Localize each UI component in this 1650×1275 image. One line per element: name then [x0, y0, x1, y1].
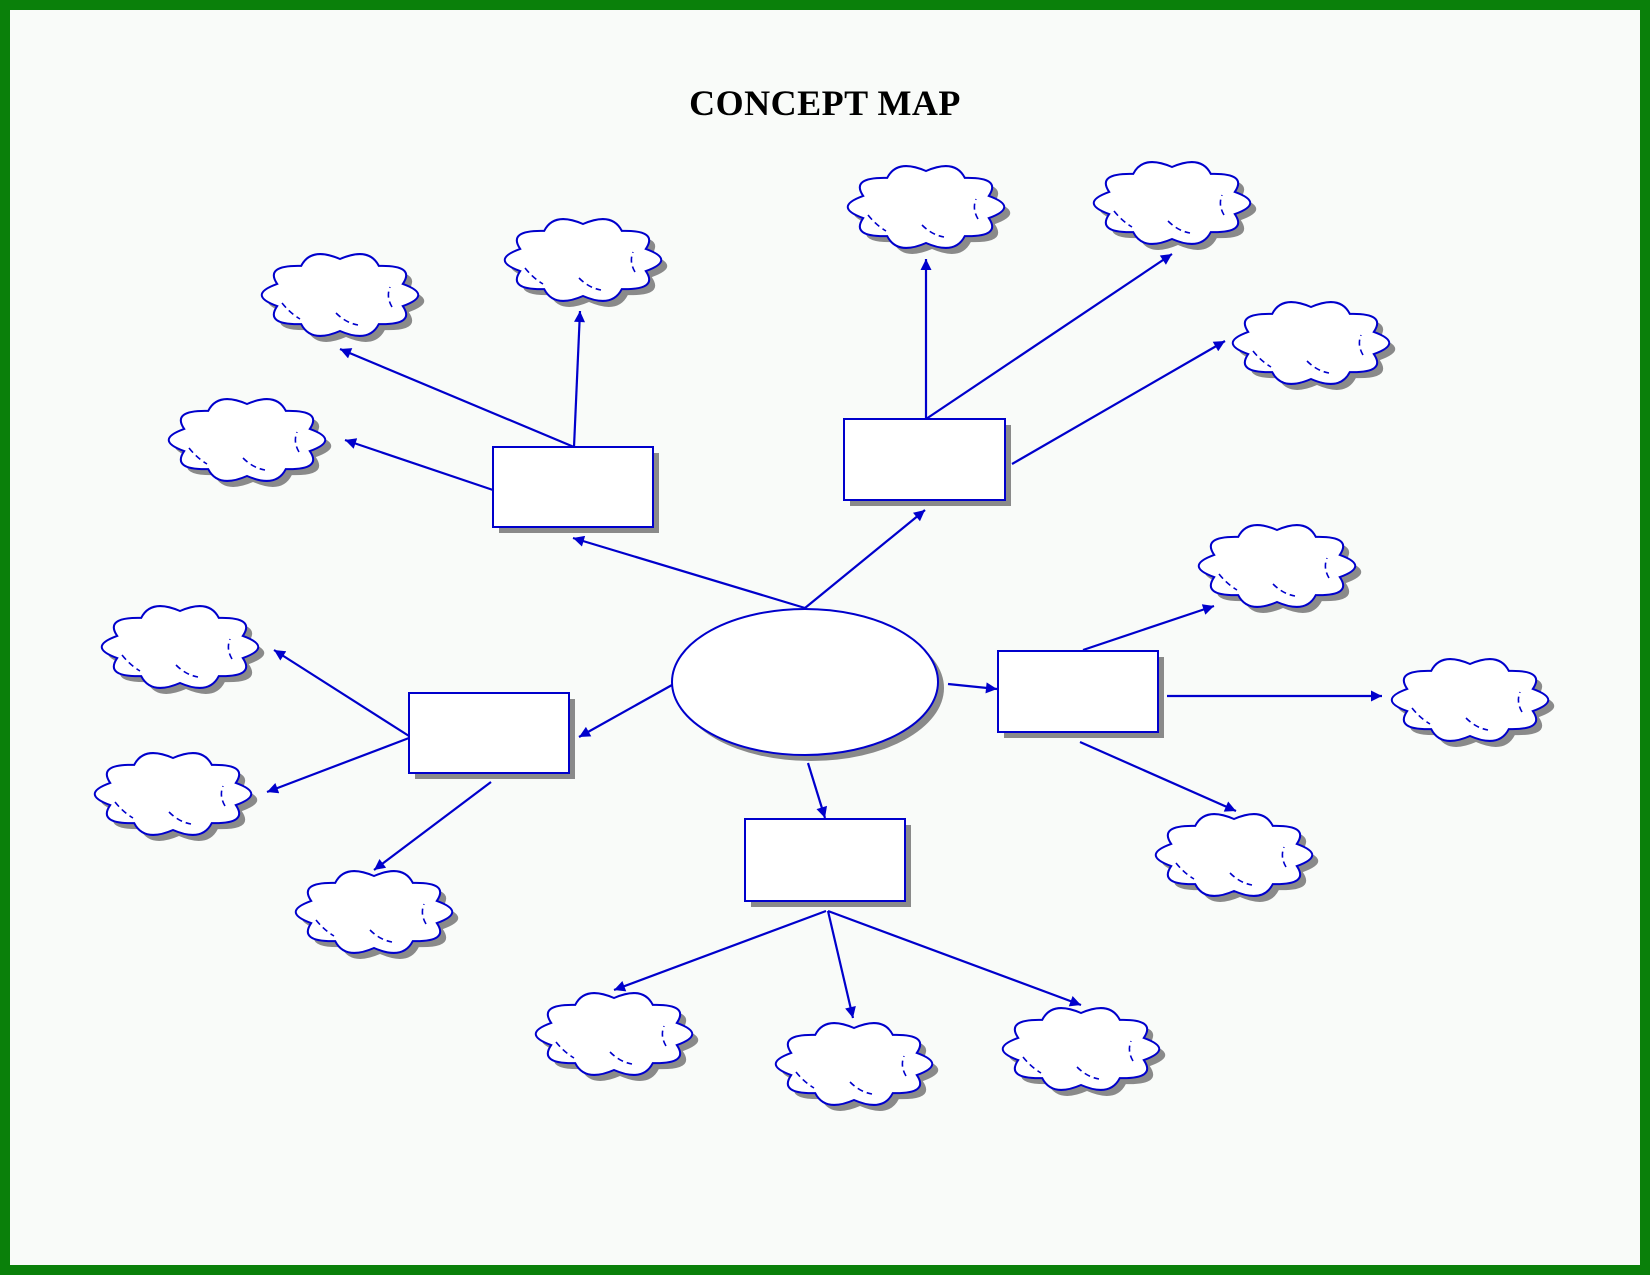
- cloud-seams: [867, 198, 979, 238]
- cloud-seams: [524, 251, 636, 291]
- detail-cloud-upper-left-2: [503, 218, 668, 307]
- detail-arrow-bottom-3: [827, 909, 1082, 1007]
- box-shape: [492, 446, 654, 528]
- center-arrow-bottom: [806, 762, 828, 819]
- detail-cloud-upper-right-2: [1092, 161, 1257, 250]
- cloud-seams: [315, 903, 427, 943]
- box-shape: [408, 692, 570, 774]
- cloud-seams: [555, 1025, 667, 1065]
- cloud-seams: [1411, 691, 1523, 731]
- cloud-seams: [795, 1055, 907, 1095]
- detail-arrow-right-3: [1079, 740, 1237, 813]
- cloud-shape: [294, 870, 454, 954]
- cloud-seams: [1175, 846, 1287, 886]
- cloud-shape: [1231, 301, 1391, 385]
- detail-arrow-bottom-2: [826, 910, 856, 1019]
- detail-cloud-upper-right-3: [1231, 301, 1396, 390]
- center-arrow-upper-left: [572, 535, 806, 610]
- center-node: [671, 608, 944, 761]
- detail-cloud-right-2: [1390, 658, 1555, 747]
- box-shape: [744, 818, 906, 902]
- detail-cloud-right-3: [1154, 813, 1319, 902]
- center-ellipse: [671, 608, 939, 756]
- detail-arrow-upper-right-2: [925, 253, 1173, 420]
- detail-arrow-upper-left-3: [344, 438, 494, 492]
- detail-cloud-bottom-1: [534, 992, 699, 1081]
- center-arrow-left: [578, 684, 673, 738]
- detail-arrow-bottom-1: [613, 909, 827, 992]
- detail-arrow-left-2: [266, 736, 410, 794]
- detail-cloud-left-2: [93, 752, 258, 841]
- cloud-shape: [100, 605, 260, 689]
- subtopic-box-upper-right: [843, 418, 1011, 506]
- box-shape: [997, 650, 1159, 733]
- detail-arrow-upper-left-2: [572, 310, 586, 448]
- cloud-shape: [1092, 161, 1252, 245]
- cloud-shape: [260, 253, 420, 337]
- detail-cloud-left-3: [294, 870, 459, 959]
- cloud-seams: [188, 431, 300, 471]
- cloud-shape: [1390, 658, 1550, 742]
- cloud-shape: [93, 752, 253, 836]
- detail-cloud-left-1: [100, 605, 265, 694]
- cloud-shape: [1154, 813, 1314, 897]
- subtopic-box-upper-left: [492, 446, 659, 533]
- detail-arrow-left-1: [273, 649, 410, 737]
- cloud-shape: [167, 398, 327, 482]
- cloud-seams: [114, 785, 226, 825]
- cloud-seams: [1218, 557, 1330, 597]
- cloud-shape: [846, 165, 1006, 249]
- detail-cloud-upper-right-1: [846, 165, 1011, 254]
- cloud-seams: [281, 286, 393, 326]
- cloud-shape: [1001, 1007, 1161, 1091]
- cloud-shape: [503, 218, 663, 302]
- cloud-seams: [1252, 334, 1364, 374]
- box-shape: [843, 418, 1006, 501]
- subtopic-box-right: [997, 650, 1164, 738]
- center-arrow-right: [947, 682, 998, 694]
- subtopic-box-left: [408, 692, 575, 779]
- page-title: CONCEPT MAP: [689, 83, 961, 123]
- cloud-seams: [1022, 1040, 1134, 1080]
- cloud-shape: [774, 1022, 934, 1106]
- detail-arrow-right-1: [1082, 604, 1215, 652]
- detail-cloud-bottom-2: [774, 1022, 939, 1111]
- detail-cloud-upper-left-1: [260, 253, 425, 342]
- detail-arrow-upper-right-3: [1011, 340, 1226, 465]
- cloud-shape: [1197, 524, 1357, 608]
- detail-arrow-upper-left-1: [339, 347, 575, 449]
- detail-cloud-upper-left-3: [167, 398, 332, 487]
- cloud-seams: [121, 638, 233, 678]
- cloud-shape: [534, 992, 694, 1076]
- detail-cloud-bottom-3: [1001, 1007, 1166, 1096]
- cloud-seams: [1113, 194, 1225, 234]
- subtopic-box-bottom: [744, 818, 911, 907]
- detail-arrow-left-3: [373, 781, 492, 871]
- center-arrow-upper-right: [804, 509, 926, 609]
- detail-cloud-right-1: [1197, 524, 1362, 613]
